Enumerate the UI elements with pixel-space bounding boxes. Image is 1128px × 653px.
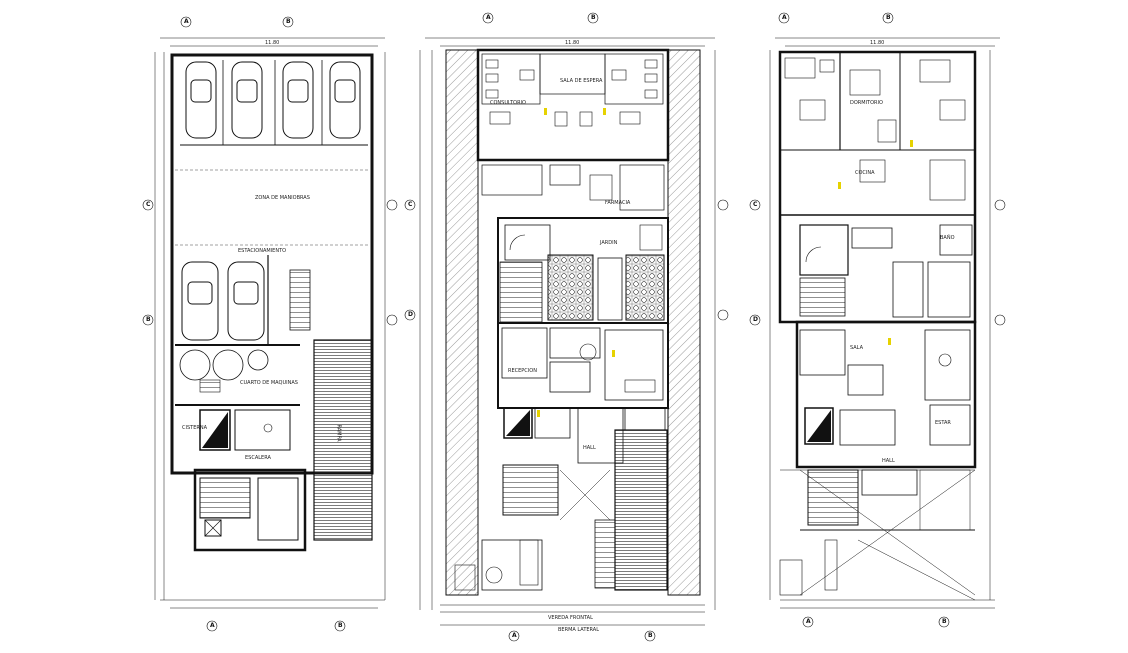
room-label: FARMACIA xyxy=(605,200,631,206)
dimension-label: 11.80 xyxy=(870,40,885,46)
room-label: CONSULTORIO xyxy=(490,100,526,106)
grid-tag: B xyxy=(338,622,343,629)
room-label: BAÑO xyxy=(940,235,955,241)
dimension-label: 11.80 xyxy=(565,40,580,46)
room-label: ZONA DE MANIOBRAS xyxy=(255,195,310,201)
grid-tag: C xyxy=(408,201,413,208)
room-label: DORMITORIO xyxy=(850,100,883,106)
room-label: JARDIN xyxy=(600,240,618,246)
grid-tag: B xyxy=(286,18,291,25)
room-label: RECEPCION xyxy=(508,368,537,374)
grid-tag: C xyxy=(753,201,758,208)
room-label: HALL xyxy=(882,458,895,464)
room-label: RAMPA xyxy=(335,424,342,442)
plan-basement xyxy=(154,37,386,609)
grid-tag: B xyxy=(146,316,151,323)
grid-tag: B xyxy=(886,14,891,21)
room-label: SALA xyxy=(850,345,864,351)
room-label: HALL xyxy=(583,445,596,451)
street-note: BERMA LATERAL xyxy=(558,627,600,633)
grid-tag: A xyxy=(184,18,189,25)
grid-tag: A xyxy=(512,632,517,639)
room-label: CUARTO DE MAQUINAS xyxy=(240,380,298,386)
grid-tag: B xyxy=(648,632,653,639)
grid-tag: A xyxy=(210,622,215,629)
room-label: ESCALERA xyxy=(245,455,271,461)
room-label: ESTAR xyxy=(935,420,951,426)
room-label: CISTERNA xyxy=(182,425,207,431)
grid-tag: A xyxy=(806,618,811,625)
dimension-label: 11.80 xyxy=(265,40,280,46)
grid-tag: B xyxy=(942,618,947,625)
plan-upper xyxy=(769,37,1000,609)
street-note: VEREDA FRONTAL xyxy=(548,615,593,621)
room-label: COCINA xyxy=(855,170,875,176)
grid-tag: B xyxy=(591,14,596,21)
plan-ground xyxy=(419,37,716,626)
room-label: ESTACIONAMIENTO xyxy=(238,248,287,254)
grid-markers xyxy=(142,12,1006,642)
grid-tag: A xyxy=(486,14,491,21)
room-label: SALA DE ESPERA xyxy=(560,78,603,84)
grid-tag: D xyxy=(753,316,758,323)
grid-tag: A xyxy=(782,14,787,21)
grid-tag: C xyxy=(146,201,151,208)
grid-tag: D xyxy=(408,311,413,318)
